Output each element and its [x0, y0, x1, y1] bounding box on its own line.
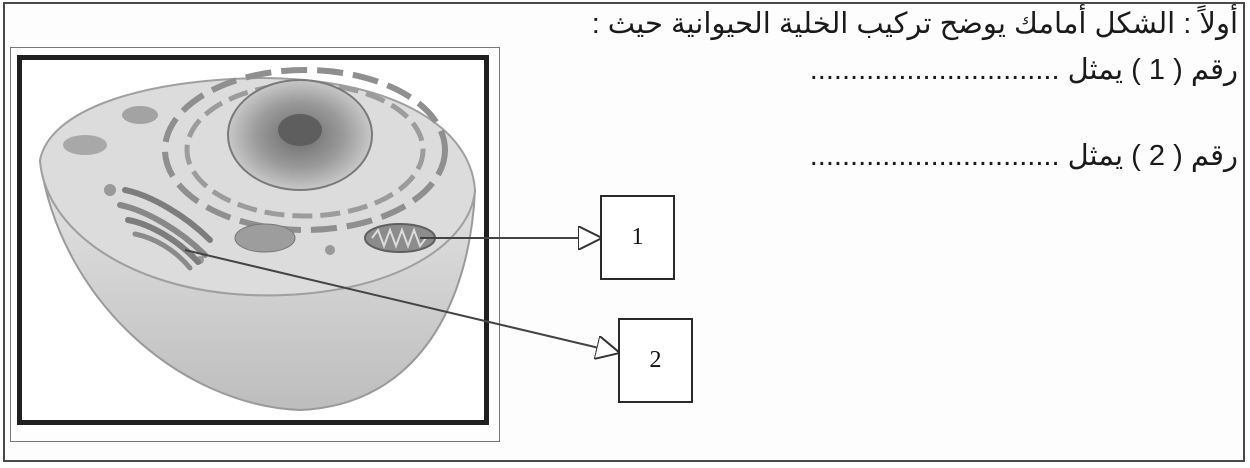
item-1-prefix: رقم ( 1 ) يمثل — [1067, 54, 1238, 86]
golgi-apparatus — [117, 187, 213, 271]
question-heading: أولاً : الشكل أمامك يوضح تركيب الخلية ال… — [591, 8, 1238, 40]
item-2-answer-blank[interactable]: ............................... — [809, 140, 1060, 172]
nucleolus — [278, 114, 322, 146]
label-box-1: 1 — [600, 195, 675, 280]
arrow-to-label-2 — [184, 249, 616, 352]
label-box-2: 2 — [618, 318, 693, 403]
item-2-prefix: رقم ( 2 ) يمثل — [1067, 140, 1238, 172]
figure-outer-border — [10, 47, 500, 442]
item-1-answer-blank[interactable]: ............................... — [809, 54, 1060, 86]
question-item-1: رقم ( 1 ) يمثل .........................… — [810, 52, 1238, 87]
question-item-2: رقم ( 2 ) يمثل .........................… — [810, 138, 1238, 173]
mitochondrion — [364, 223, 436, 253]
